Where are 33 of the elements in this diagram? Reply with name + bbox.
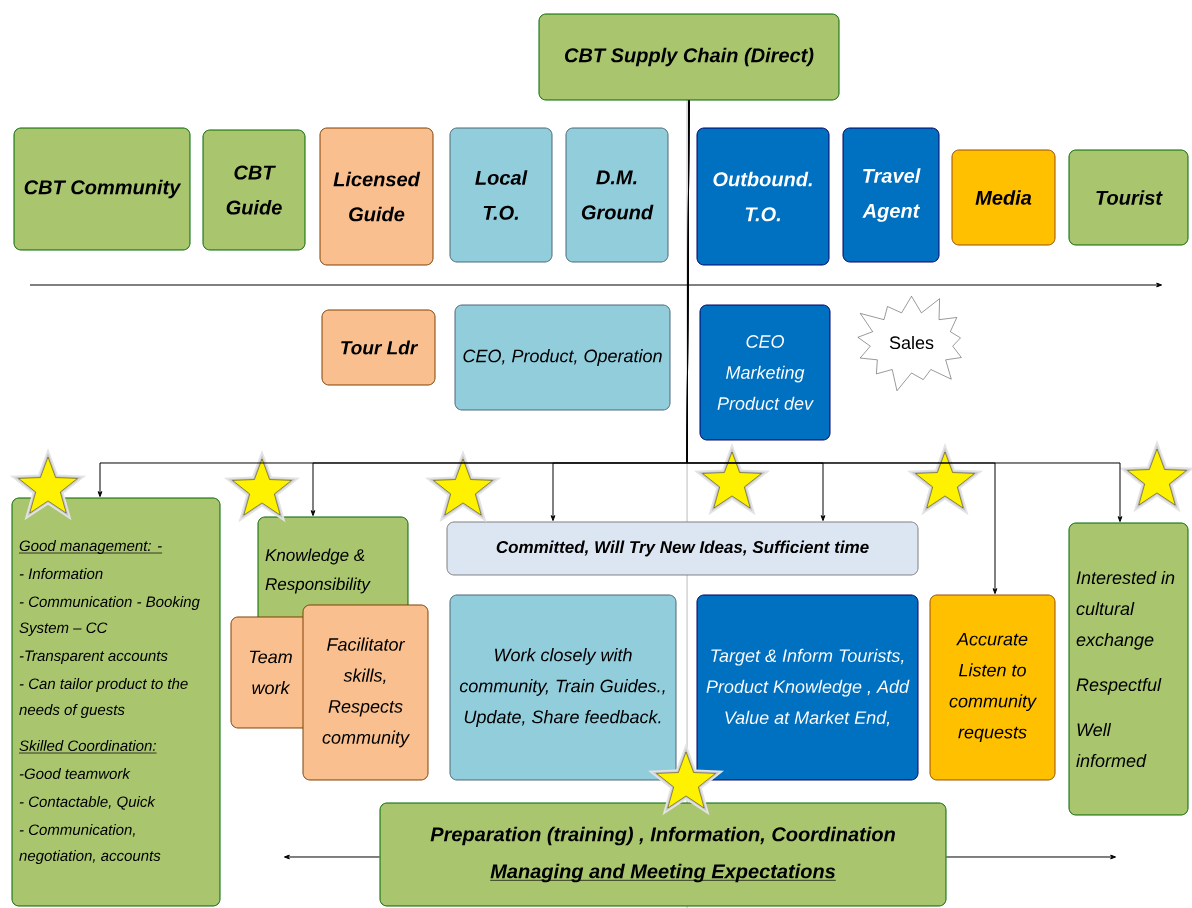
text-box: CBT Community <box>13 127 191 251</box>
star-shape <box>906 443 984 516</box>
star-shape <box>1118 440 1192 513</box>
star-shape <box>9 448 87 521</box>
text-box: Tourist <box>1068 149 1189 246</box>
text-box: Accurate Listen to community requests <box>929 594 1056 781</box>
sales-starburst: Sales <box>857 296 962 391</box>
text-box: Good management: - - Information - Communication - Booking System – CC -Transparent accounts - Can tailor product to the needs of guests Skilled Coordination: -Good teamwork - Contactable, Quick - Communication, negotiation, accounts <box>11 497 221 907</box>
arrow <box>283 854 380 860</box>
text-box: Travel Agent <box>842 127 940 263</box>
text-box: Outbound. T.O. <box>696 127 830 266</box>
star-shape <box>424 450 502 523</box>
title-box: CBT Supply Chain (Direct) <box>538 13 840 101</box>
star-shape <box>647 743 725 816</box>
arrow <box>686 100 1123 523</box>
text-box: Local T.O. <box>449 127 553 263</box>
text-box: Target & Inform Tourists, Product Knowledge , Add Value at Market End, <box>696 594 919 781</box>
text-box: D.M. Ground <box>565 127 669 263</box>
text-box: Tour Ldr <box>321 309 436 386</box>
text-box: Work closely with community, Train Guides., Update, Share feedback. <box>449 594 677 781</box>
text-box: Preparation (training) , Information, Coordination Managing and Meeting Expectations <box>379 802 947 907</box>
text-box: Interested in cultural exchange Respectful Well informed <box>1068 522 1189 816</box>
text-box: CEO Marketing Product dev <box>699 304 831 441</box>
text-box: CBT Guide <box>202 129 306 251</box>
text-box: Licensed Guide <box>319 127 434 266</box>
star-shape <box>223 450 301 523</box>
text-box: Facilitator skills, Respects community <box>302 604 429 781</box>
text-box: CEO, Product, Operation <box>454 304 671 411</box>
star-shape <box>693 443 771 516</box>
text-box: Team work <box>230 616 311 729</box>
arrow <box>946 854 1117 860</box>
text-box: Media <box>951 149 1056 246</box>
text-box: Committed, Will Try New Ideas, Sufficient time <box>446 521 919 576</box>
